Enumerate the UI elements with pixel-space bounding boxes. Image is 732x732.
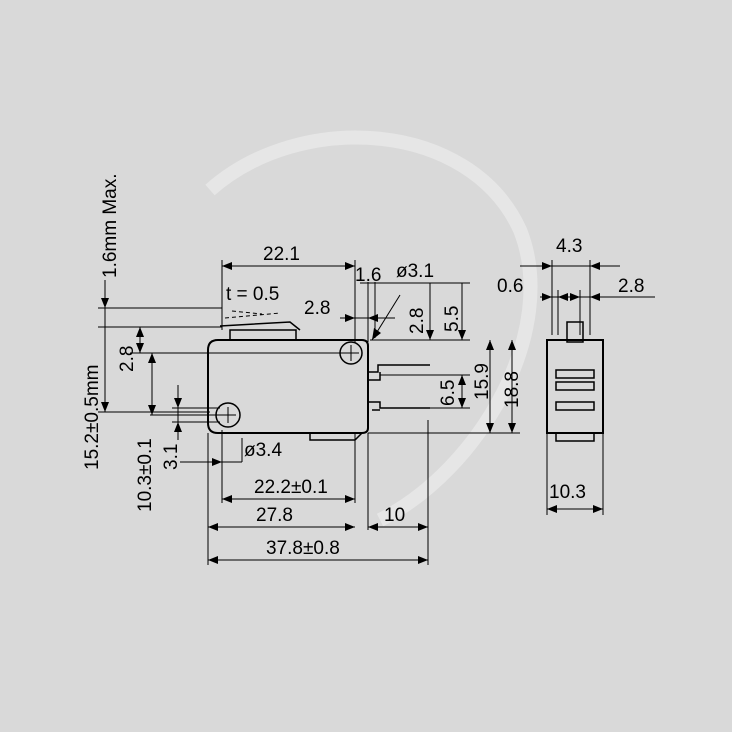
dim-total-length: 37.8±0.8 bbox=[266, 538, 340, 559]
dim-body-length: 27.8 bbox=[256, 505, 293, 526]
dim-left-1-6-max: 1.6mm Max. bbox=[100, 173, 121, 278]
dim-left-2-8: 2.8 bbox=[117, 346, 138, 372]
dim-side-width-4-3: 4.3 bbox=[556, 236, 582, 257]
dim-hole-spacing: 22.2±0.1 bbox=[254, 477, 328, 498]
dim-roller-hole: ø3.1 bbox=[396, 261, 434, 282]
dim-lever-gap: 1.6 bbox=[355, 265, 381, 286]
lever-travel bbox=[224, 310, 281, 319]
terminal-top bbox=[368, 364, 430, 381]
dim-left-10-3: 10.3±0.1 bbox=[135, 438, 156, 512]
dim-height-18-8: 18.8 bbox=[502, 371, 523, 408]
dim-terminal-pitch: 6.5 bbox=[438, 380, 459, 406]
dim-side-2-8: 2.8 bbox=[618, 276, 644, 297]
side-terminal-4 bbox=[555, 432, 595, 442]
switch-body bbox=[207, 339, 369, 434]
dim-roller-offset-x: 2.8 bbox=[304, 298, 330, 319]
terminal-bottom bbox=[309, 432, 363, 441]
dim-left-3-1: 3.1 bbox=[161, 444, 182, 470]
dim-terminal-length: 10 bbox=[384, 505, 405, 526]
dim-top-height: 5.5 bbox=[442, 306, 463, 332]
dim-mount-hole: ø3.4 bbox=[244, 440, 282, 461]
side-actuator bbox=[566, 321, 584, 343]
side-terminal-3 bbox=[555, 401, 595, 411]
dim-lever-length: 22.1 bbox=[263, 244, 300, 265]
dim-roller-offset-y: 2.8 bbox=[407, 308, 428, 334]
dim-lever-thickness: t = 0.5 bbox=[226, 284, 279, 305]
dim-side-0-6: 0.6 bbox=[497, 276, 523, 297]
dim-side-width-10-3: 10.3 bbox=[549, 482, 586, 503]
dim-height-15-9: 15.9 bbox=[472, 363, 493, 400]
side-terminal-2 bbox=[555, 381, 595, 391]
side-terminal-1 bbox=[555, 369, 595, 379]
terminal-mid bbox=[368, 401, 430, 411]
actuator bbox=[229, 329, 297, 340]
dim-left-15-2: 15.2±0.5mm bbox=[82, 365, 103, 470]
watermark-swirl bbox=[205, 130, 538, 527]
lever bbox=[219, 321, 301, 331]
